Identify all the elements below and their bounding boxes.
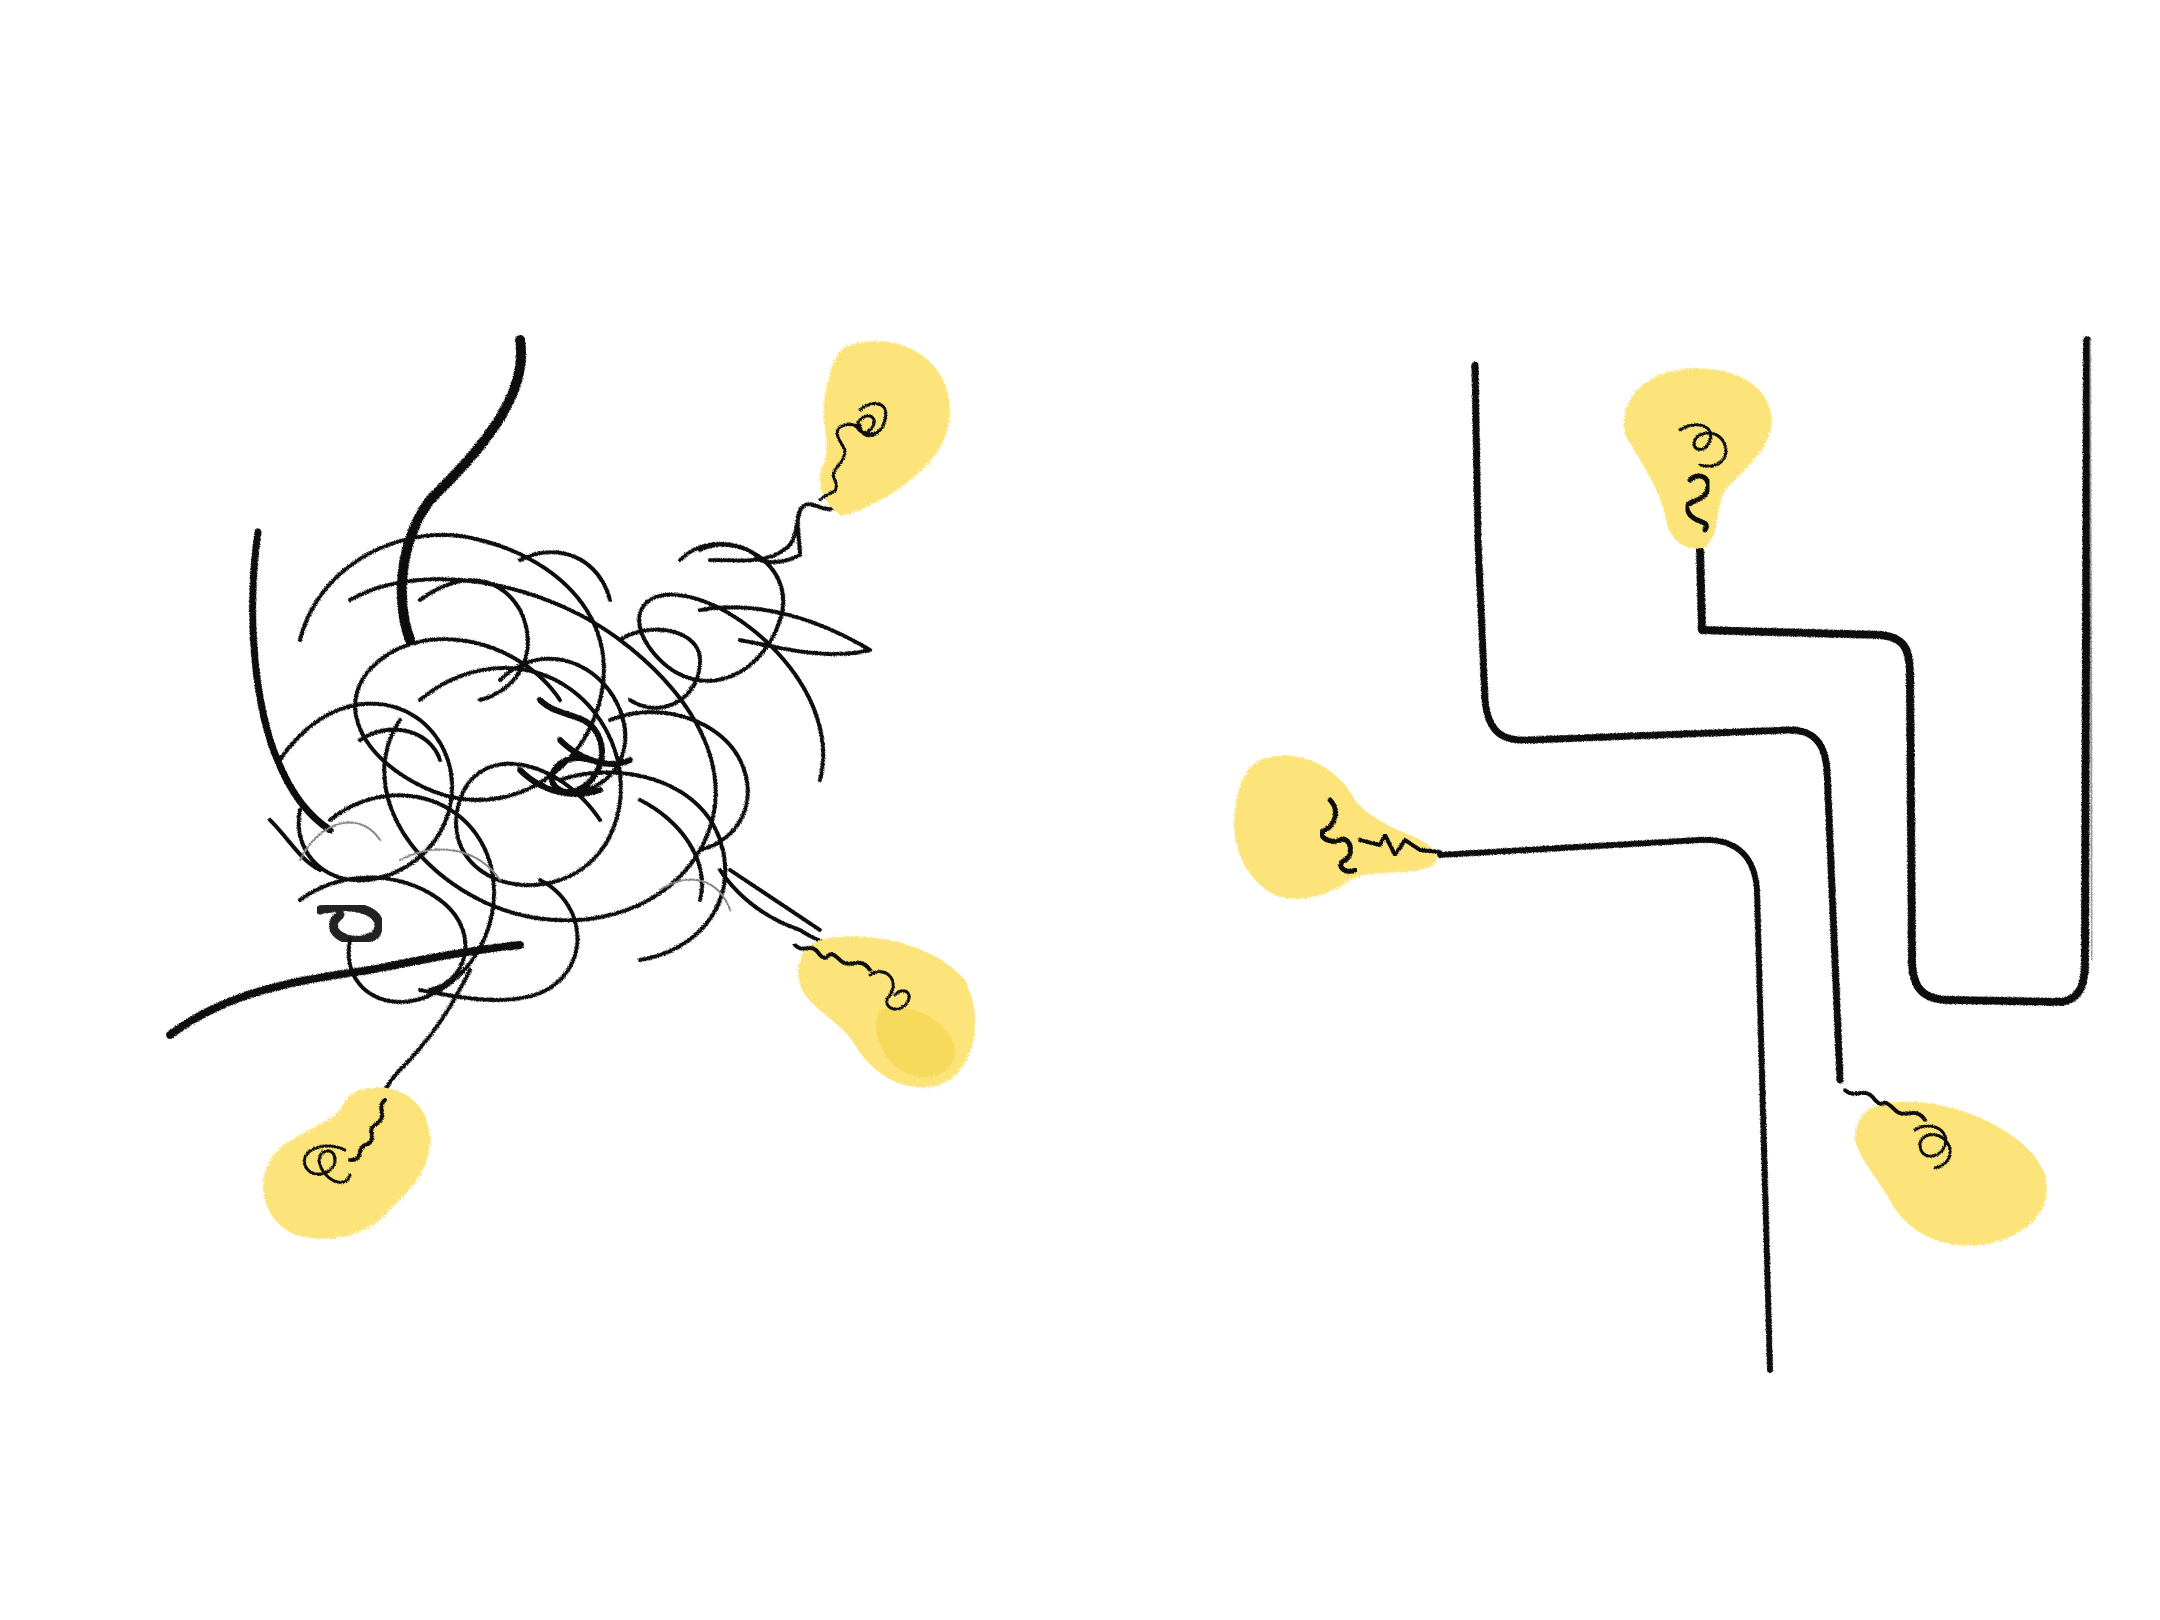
- routed-wire-bulb-left: [1437, 836, 1773, 1373]
- lightbulb-icon: [818, 341, 950, 515]
- lightbulb-icon: [1624, 368, 1772, 549]
- tangle-knot: [517, 697, 633, 797]
- tangle-brush-stroke: [396, 335, 527, 645]
- lightbulb-icon: [793, 936, 976, 1088]
- routed-wire-outer-left: [1471, 361, 1844, 1084]
- routed-wire-bulb-top: [1696, 336, 2091, 1006]
- tangle-faint-strands: [299, 821, 731, 911]
- tangle-brush-stroke: [315, 902, 384, 945]
- tangle-brush-stroke: [166, 941, 524, 1039]
- organized-panel: [1234, 336, 2093, 1373]
- tangle-scribble: [268, 508, 872, 1004]
- wire-to-bulb-right: [718, 868, 847, 952]
- lightbulb-icon: [1234, 755, 1442, 900]
- tangled-panel: [166, 335, 976, 1239]
- lightbulb-icon: [1843, 1088, 2047, 1246]
- lightbulb-icon: [263, 1087, 430, 1239]
- routed-wire-edge: [2089, 339, 2093, 961]
- tangle-brush-stroke: [249, 528, 334, 834]
